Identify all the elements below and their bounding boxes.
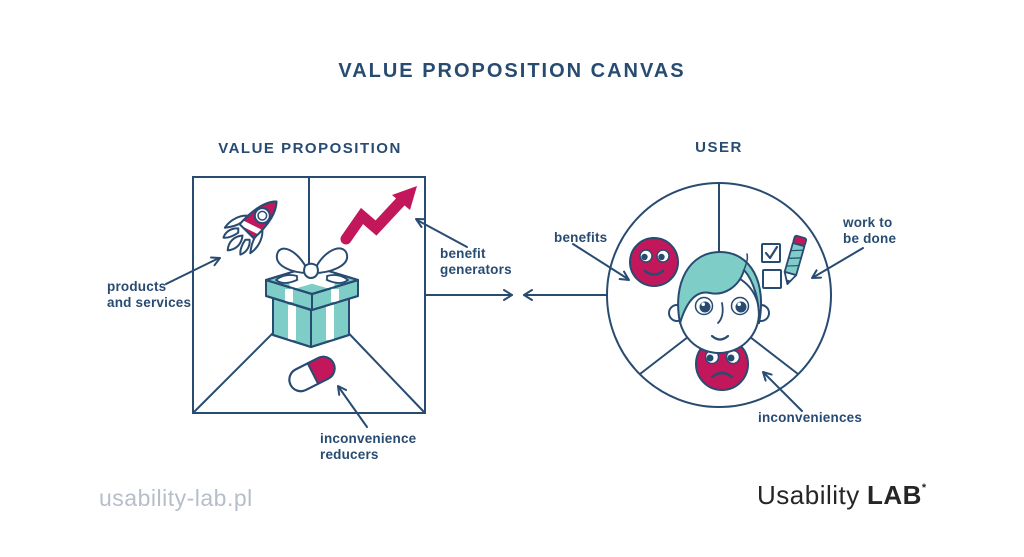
- hair: [677, 251, 763, 324]
- pencil-icon: [783, 234, 808, 285]
- inconveniences-label: inconveniences: [758, 410, 863, 425]
- benefits-label: benefits: [554, 230, 608, 245]
- vp-divider-left: [193, 319, 287, 413]
- happy-face-icon: [629, 237, 679, 287]
- work-to-be-done-arrow: [811, 247, 864, 279]
- website-url: usability-lab.pl: [99, 485, 253, 511]
- value-proposition-map: [192, 176, 426, 414]
- work-to-be-done-label: work to be done: [843, 215, 897, 246]
- value-proposition-heading: VALUE PROPOSITION: [218, 140, 402, 157]
- checkmark-icon: [764, 245, 779, 260]
- logo-bold-part: LAB: [866, 480, 922, 510]
- checklist-pencil-icon: [761, 234, 808, 289]
- gift-box-icon: [265, 247, 359, 348]
- exchange-arrows: [424, 289, 608, 301]
- logo-trademark: *: [921, 482, 927, 494]
- growth-arrow-icon: [340, 186, 417, 245]
- user-head-icon: [668, 251, 770, 354]
- inconvenience-reducers-label: inconvenience reducers: [320, 431, 417, 462]
- user-map: [606, 182, 832, 408]
- logo-light-part: Usability: [757, 480, 860, 510]
- checkbox-empty: [762, 269, 782, 289]
- pill-icon: [288, 355, 336, 393]
- benefit-generators-arrow: [415, 218, 468, 248]
- products-and-services-label: products and services: [107, 279, 192, 310]
- user-heading: USER: [695, 139, 743, 156]
- products-services-arrow: [165, 256, 221, 285]
- connector-arrows: [165, 218, 864, 428]
- usability-lab-logo: Usability LAB*: [757, 480, 926, 511]
- vp-divider-right: [335, 319, 425, 413]
- benefit-generators-label: benefit generators: [440, 246, 512, 277]
- rocket-icon: [222, 200, 278, 256]
- page-title: VALUE PROPOSITION CANVAS: [338, 60, 686, 82]
- benefits-arrow: [572, 243, 630, 281]
- inconvenience-reducers-arrow: [337, 385, 368, 428]
- inconveniences-arrow: [762, 371, 803, 412]
